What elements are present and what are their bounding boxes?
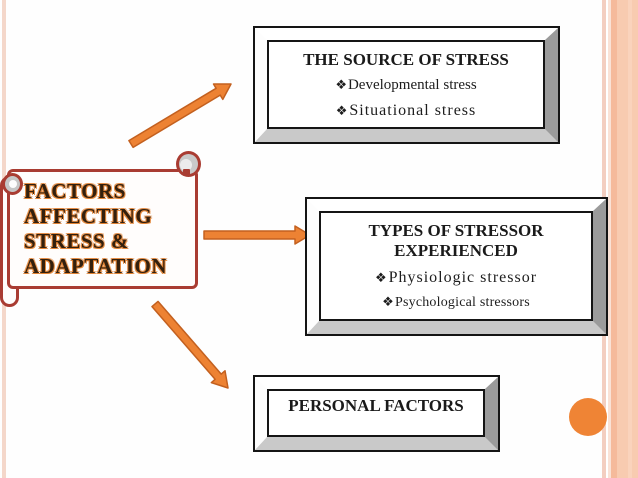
arrow-to-types-of-stressor-icon <box>203 225 311 245</box>
box-personal-factors-bevel: PERSONAL FACTORS <box>255 377 498 450</box>
scroll-curl-notch <box>183 169 190 176</box>
diamond-bullet-icon: ❖ <box>335 103 349 119</box>
box-personal-factors-content: PERSONAL FACTORS <box>267 389 485 437</box>
scroll-curl-right-center <box>180 159 192 171</box>
right-striped-border <box>602 0 638 478</box>
bullet-item: ❖Physiologic stressor <box>375 269 537 287</box>
diamond-bullet-icon: ❖ <box>374 271 388 286</box>
bullet-text: Physiologic stressor <box>388 269 538 286</box>
box-title-line-1: TYPES OF STRESSOR <box>368 221 544 240</box>
orange-dot-decoration <box>569 398 607 436</box>
scroll-title: FACTORS AFFECTING STRESS & ADAPTATION <box>24 179 194 279</box>
scroll-curl-left-icon <box>2 173 23 195</box>
box-title-line-2: EXPERIENCED <box>394 241 518 260</box>
box-types-of-stressor: TYPES OF STRESSOR EXPERIENCED ❖Physiolog… <box>305 197 608 336</box>
arrow-to-personal-factors-icon <box>151 300 229 389</box>
box-source-of-stress: THE SOURCE OF STRESS ❖Developmental stre… <box>253 26 560 144</box>
arrow-to-source-of-stress-icon <box>128 83 232 149</box>
scroll-shape <box>7 169 198 289</box>
box-source-of-stress-bevel: THE SOURCE OF STRESS ❖Developmental stre… <box>255 28 558 142</box>
scroll-title-line-2: AFFECTING <box>24 204 153 228</box>
scroll-curl-left-center <box>9 180 17 188</box>
bullet-item: ❖Developmental stress <box>335 77 476 94</box>
box-title: TYPES OF STRESSOR EXPERIENCED <box>368 221 543 261</box>
bullet-text: Developmental stress <box>347 77 477 93</box>
box-title: THE SOURCE OF STRESS <box>303 49 509 69</box>
diamond-bullet-icon: ❖ <box>335 78 347 93</box>
scroll-title-line-4: ADAPTATION <box>24 254 168 278</box>
box-types-of-stressor-content: TYPES OF STRESSOR EXPERIENCED ❖Physiolog… <box>319 211 593 321</box>
bullet-text: Psychological stressors <box>394 295 530 310</box>
bullet-text: Situational stress <box>349 101 477 119</box>
scroll-title-line-3: STRESS & <box>24 229 129 253</box>
box-source-of-stress-content: THE SOURCE OF STRESS ❖Developmental stre… <box>267 40 545 129</box>
bullet-item: ❖Psychological stressors <box>382 295 530 311</box>
diamond-bullet-icon: ❖ <box>382 295 394 310</box>
bullet-item: ❖Situational stress <box>336 102 477 120</box>
scroll-title-line-1: FACTORS <box>24 179 126 203</box>
box-personal-factors: PERSONAL FACTORS <box>253 375 500 452</box>
box-title: PERSONAL FACTORS <box>288 396 464 415</box>
box-types-of-stressor-bevel: TYPES OF STRESSOR EXPERIENCED ❖Physiolog… <box>307 199 606 334</box>
